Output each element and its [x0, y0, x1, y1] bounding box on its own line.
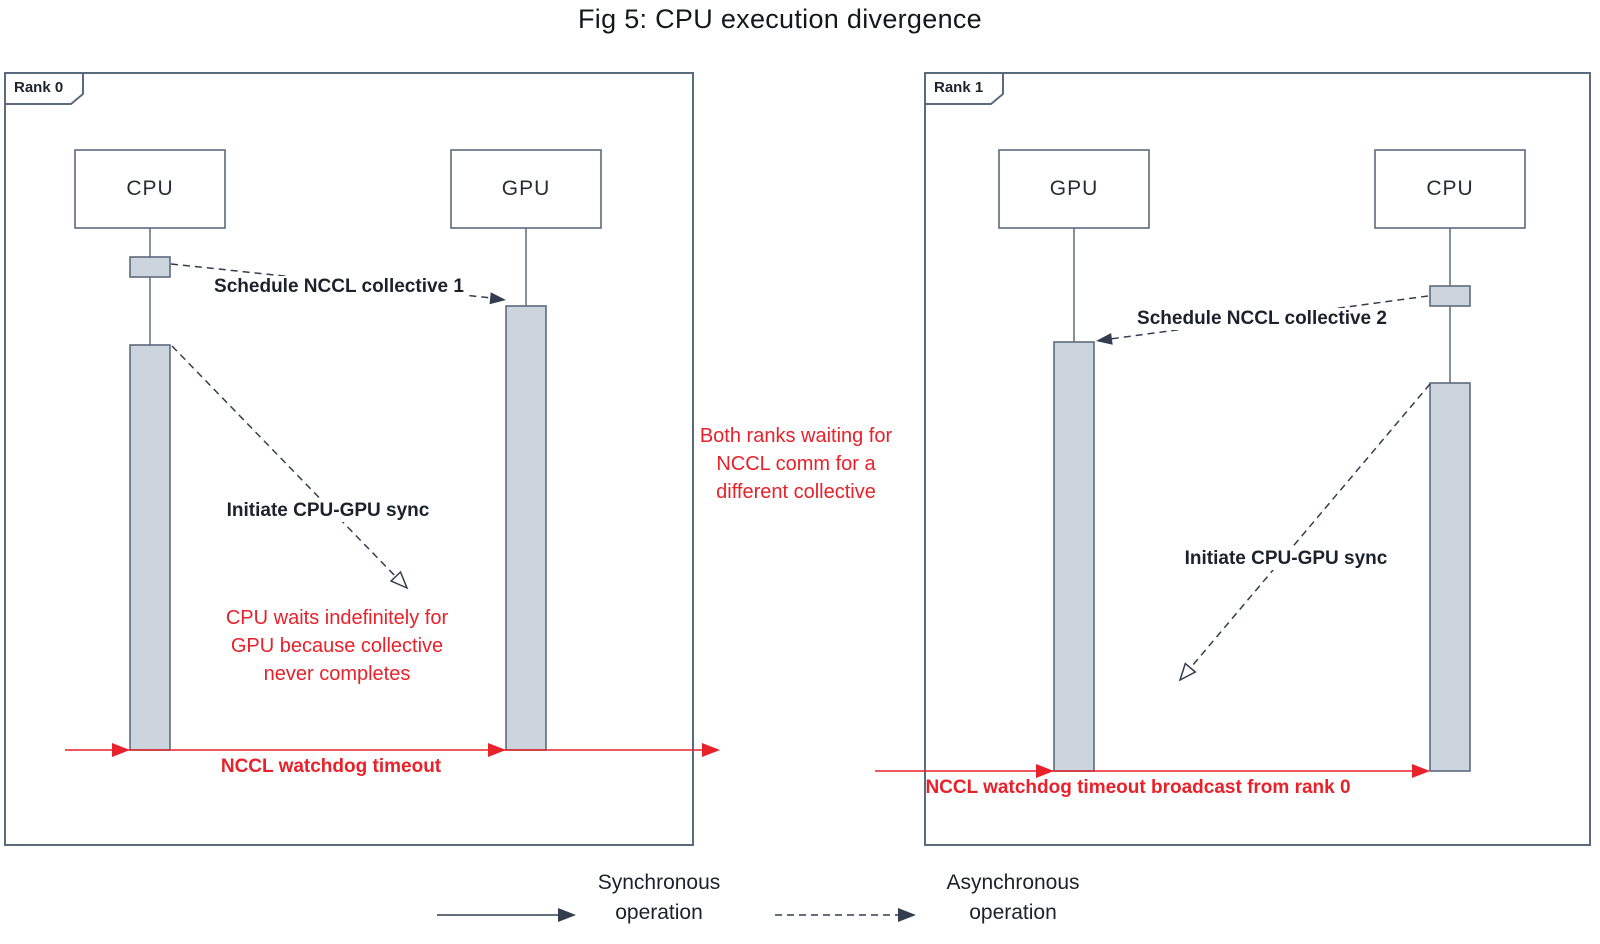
- figure-title: Fig 5: CPU execution divergence: [577, 4, 983, 34]
- rank1-frame-label: Rank 1: [934, 79, 984, 96]
- rank1-cpu-schedule-activation: [1429, 285, 1471, 307]
- legend-async-arrowhead: [898, 908, 916, 922]
- rank1-sync-label: Initiate CPU-GPU sync: [1181, 548, 1391, 570]
- rank1-frame-tab: [924, 72, 1004, 105]
- rank1-gpu-box: [998, 149, 1150, 229]
- legend-async-label: Asynchronous operation: [946, 871, 1080, 924]
- rank0-gpu-activation-bar: [505, 305, 547, 751]
- rank0-cpu-schedule-activation: [129, 256, 171, 278]
- rank0-schedule-label: Schedule NCCL collective 1: [211, 276, 467, 298]
- rank0-sync-arrowhead: [389, 570, 409, 590]
- rank1-gpu-box-label: GPU: [1049, 177, 1099, 200]
- rank0-gpu-box-label: GPU: [501, 177, 551, 200]
- rank0-cpu-box: [74, 149, 226, 229]
- rank0-watchdog-label: NCCL watchdog timeout: [220, 756, 442, 777]
- rank0-gpu-box: [450, 149, 602, 229]
- legend-sync-label: Synchronous operation: [597, 871, 721, 924]
- rank0-watchdog-arrowhead: [112, 743, 130, 757]
- rank1-cpu-box-label: CPU: [1426, 177, 1474, 200]
- rank0-frame-label: Rank 0: [14, 79, 64, 96]
- rank0-sync-label: Initiate CPU-GPU sync: [223, 500, 433, 522]
- rank0-wait-note: CPU waits indefinitely for GPU because c…: [225, 607, 449, 685]
- rank1-cpu-activation-bar: [1429, 382, 1471, 772]
- rank1-watchdog-arrowhead: [1036, 764, 1054, 778]
- between-ranks-note: Both ranks waiting for NCCL comm for a d…: [699, 425, 893, 503]
- rank1-sync-arrow: [1186, 383, 1431, 673]
- rank1-watchdog-label: NCCL watchdog timeout broadcast from ran…: [925, 777, 1351, 798]
- rank1-schedule-label: Schedule NCCL collective 2: [1134, 308, 1390, 330]
- rank1-watchdog-arrowhead: [1412, 764, 1430, 778]
- rank0-frame-tab: [4, 72, 84, 105]
- rank1-sync-arrowhead: [1178, 662, 1197, 682]
- rank1-gpu-activation-bar: [1053, 341, 1095, 772]
- rank1-schedule-arrowhead: [1096, 333, 1113, 345]
- legend-sync-arrowhead: [558, 908, 576, 922]
- rank0-watchdog-arrowhead: [488, 743, 506, 757]
- rank0-cpu-box-label: CPU: [126, 177, 174, 200]
- rank0-sync-arrow: [171, 345, 401, 582]
- rank0-cpu-activation-bar: [129, 344, 171, 751]
- rank0-schedule-arrowhead: [489, 292, 506, 305]
- rank1-cpu-box: [1374, 149, 1526, 229]
- rank0-watchdog-arrowhead: [702, 743, 720, 757]
